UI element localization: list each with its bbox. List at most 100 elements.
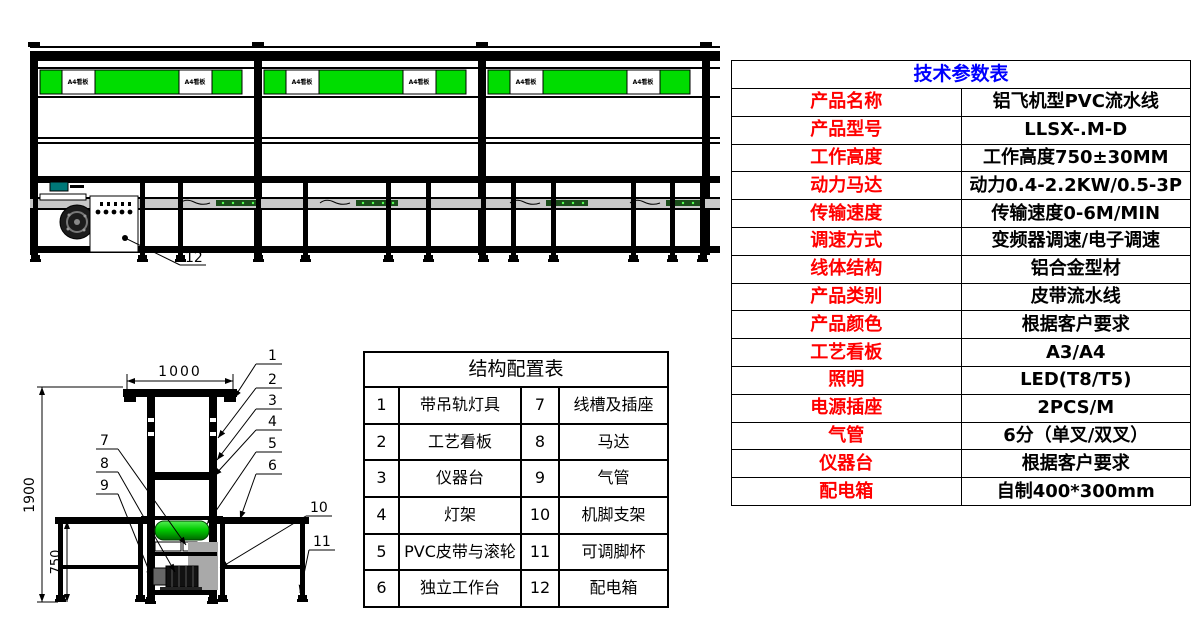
- dim-height-label: 1900: [22, 477, 38, 513]
- distribution-box: [89, 195, 139, 253]
- param-value: 工作高度750±30MM: [960, 143, 1191, 173]
- param-value: 皮带流水线: [960, 282, 1191, 312]
- pvc-belt-roller: [154, 520, 210, 541]
- svg-text:9: 9: [100, 478, 109, 494]
- svg-text:1: 1: [268, 348, 277, 364]
- param-label: 仪器台: [731, 449, 962, 479]
- config-item: 独立工作台: [398, 569, 522, 608]
- dimension-height: 1900: [22, 386, 123, 603]
- kanban-card-label: A4看板: [185, 78, 207, 86]
- param-value: 铝合金型材: [960, 254, 1191, 284]
- foot-cup-icon: [55, 595, 66, 602]
- config-no: 1: [363, 386, 400, 425]
- param-label: 产品类别: [731, 282, 962, 312]
- config-no: 9: [520, 459, 560, 498]
- adjustable-feet: [55, 595, 308, 604]
- leg: [423, 183, 434, 262]
- assembly-line-front-view: 1000: [22, 348, 335, 604]
- config-item: 马达: [557, 422, 670, 462]
- kanban-card: A4看板: [402, 69, 437, 95]
- dimension-table-height: 750: [49, 520, 78, 602]
- callout-11: 11: [298, 534, 335, 594]
- dimension-width: 1000: [126, 364, 234, 392]
- drive-end-unit: [39, 181, 139, 253]
- leg: [548, 183, 559, 262]
- config-no: 2: [363, 422, 400, 462]
- leg: [383, 183, 394, 262]
- independent-worktables: [55, 517, 309, 595]
- callout-6: 6: [239, 458, 282, 520]
- kanban-card-label: A4看板: [409, 78, 431, 86]
- belt-pulley-icon: [49, 181, 69, 192]
- param-row: 工艺看板 A3/A4: [731, 338, 1191, 367]
- middle-rail: [30, 137, 720, 144]
- param-value: 根据客户要求: [960, 449, 1191, 479]
- param-row: 气管 6分（单叉/双叉）: [731, 421, 1191, 451]
- param-row: 仪器台 根据客户要求: [731, 449, 1191, 479]
- callout-7: 7: [96, 433, 187, 546]
- config-row: 2 工艺看板 8 马达: [363, 422, 670, 462]
- config-no: 4: [363, 495, 400, 535]
- leg: [478, 183, 489, 262]
- config-item: 灯架: [398, 495, 522, 535]
- param-row: 工作高度 工作高度750±30MM: [731, 143, 1191, 173]
- param-row: 产品型号 LLSX-.M-D: [731, 115, 1191, 145]
- param-label: 电源插座: [731, 393, 962, 423]
- kanban-card-label: A4看板: [633, 78, 655, 86]
- svg-text:2: 2: [268, 372, 277, 388]
- callout-9: 9: [96, 478, 153, 579]
- param-label: 工作高度: [731, 143, 962, 173]
- config-row: 1 带吊轨灯具 7 线槽及插座: [363, 386, 670, 425]
- config-item: 配电箱: [557, 569, 670, 608]
- svg-text:4: 4: [268, 414, 277, 430]
- config-table-title: 结构配置表: [362, 351, 670, 388]
- callout-3: 3: [216, 393, 282, 461]
- leg: [175, 183, 186, 262]
- param-value: A3/A4: [960, 338, 1191, 367]
- callout-4: 4: [213, 414, 282, 477]
- param-value: 铝飞机型PVC流水线: [960, 88, 1191, 117]
- air-gun-icon: [319, 199, 398, 206]
- param-label: 产品名称: [731, 88, 962, 117]
- callout-2: 2: [217, 372, 282, 439]
- callouts-right: 1 2 3 4 5: [206, 348, 282, 525]
- kanban-card-label: A4看板: [516, 78, 538, 86]
- kanban-card: A4看板: [509, 69, 544, 95]
- svg-text:7: 7: [100, 433, 109, 449]
- kanban-card-label: A4看板: [292, 78, 314, 86]
- assembly-line-side-view: A4看板 A4看板 A4看板 A4看板: [28, 42, 720, 266]
- config-item: 气管: [557, 459, 670, 498]
- panel-button-icon: [119, 209, 125, 215]
- param-label: 配电箱: [731, 477, 962, 506]
- leg: [30, 183, 41, 262]
- callout-12-label: 12: [185, 250, 203, 266]
- param-value: LED(T8/T5): [960, 365, 1191, 395]
- config-no: 12: [520, 569, 560, 608]
- param-row: 传输速度 传输速度0-6M/MIN: [731, 199, 1191, 228]
- param-label: 线体结构: [731, 254, 962, 284]
- uprights: [147, 397, 217, 597]
- param-row: 产品颜色 根据客户要求: [731, 310, 1191, 340]
- callout-10: 10: [219, 500, 332, 569]
- config-no: 5: [363, 532, 400, 572]
- config-no: 11: [520, 532, 560, 572]
- param-row: 配电箱 自制400*300mm: [731, 477, 1191, 506]
- light-frame-beam: [147, 472, 217, 480]
- callouts-far-right: 10 11: [219, 500, 335, 594]
- config-item: 带吊轨灯具: [398, 386, 522, 425]
- dim-width-label: 1000: [158, 364, 202, 380]
- param-value: 自制400*300mm: [960, 477, 1191, 506]
- params-table-title: 技术参数表: [731, 60, 1191, 89]
- kanban-card: A4看板: [626, 69, 661, 95]
- leg: [137, 183, 148, 262]
- param-row: 调速方式 变频器调速/电子调速: [731, 226, 1191, 256]
- structure-config-table: 结构配置表 1 带吊轨灯具 7 线槽及插座 2 工艺看板 8 马达 3 仪器台 …: [362, 351, 670, 608]
- config-row: 6 独立工作台 12 配电箱: [363, 569, 670, 608]
- config-no: 6: [363, 569, 400, 608]
- table-legs: [30, 183, 708, 262]
- kanban-card-label: A4看板: [68, 78, 90, 86]
- leg: [253, 183, 264, 262]
- config-no: 7: [520, 386, 560, 425]
- config-no: 10: [520, 495, 560, 535]
